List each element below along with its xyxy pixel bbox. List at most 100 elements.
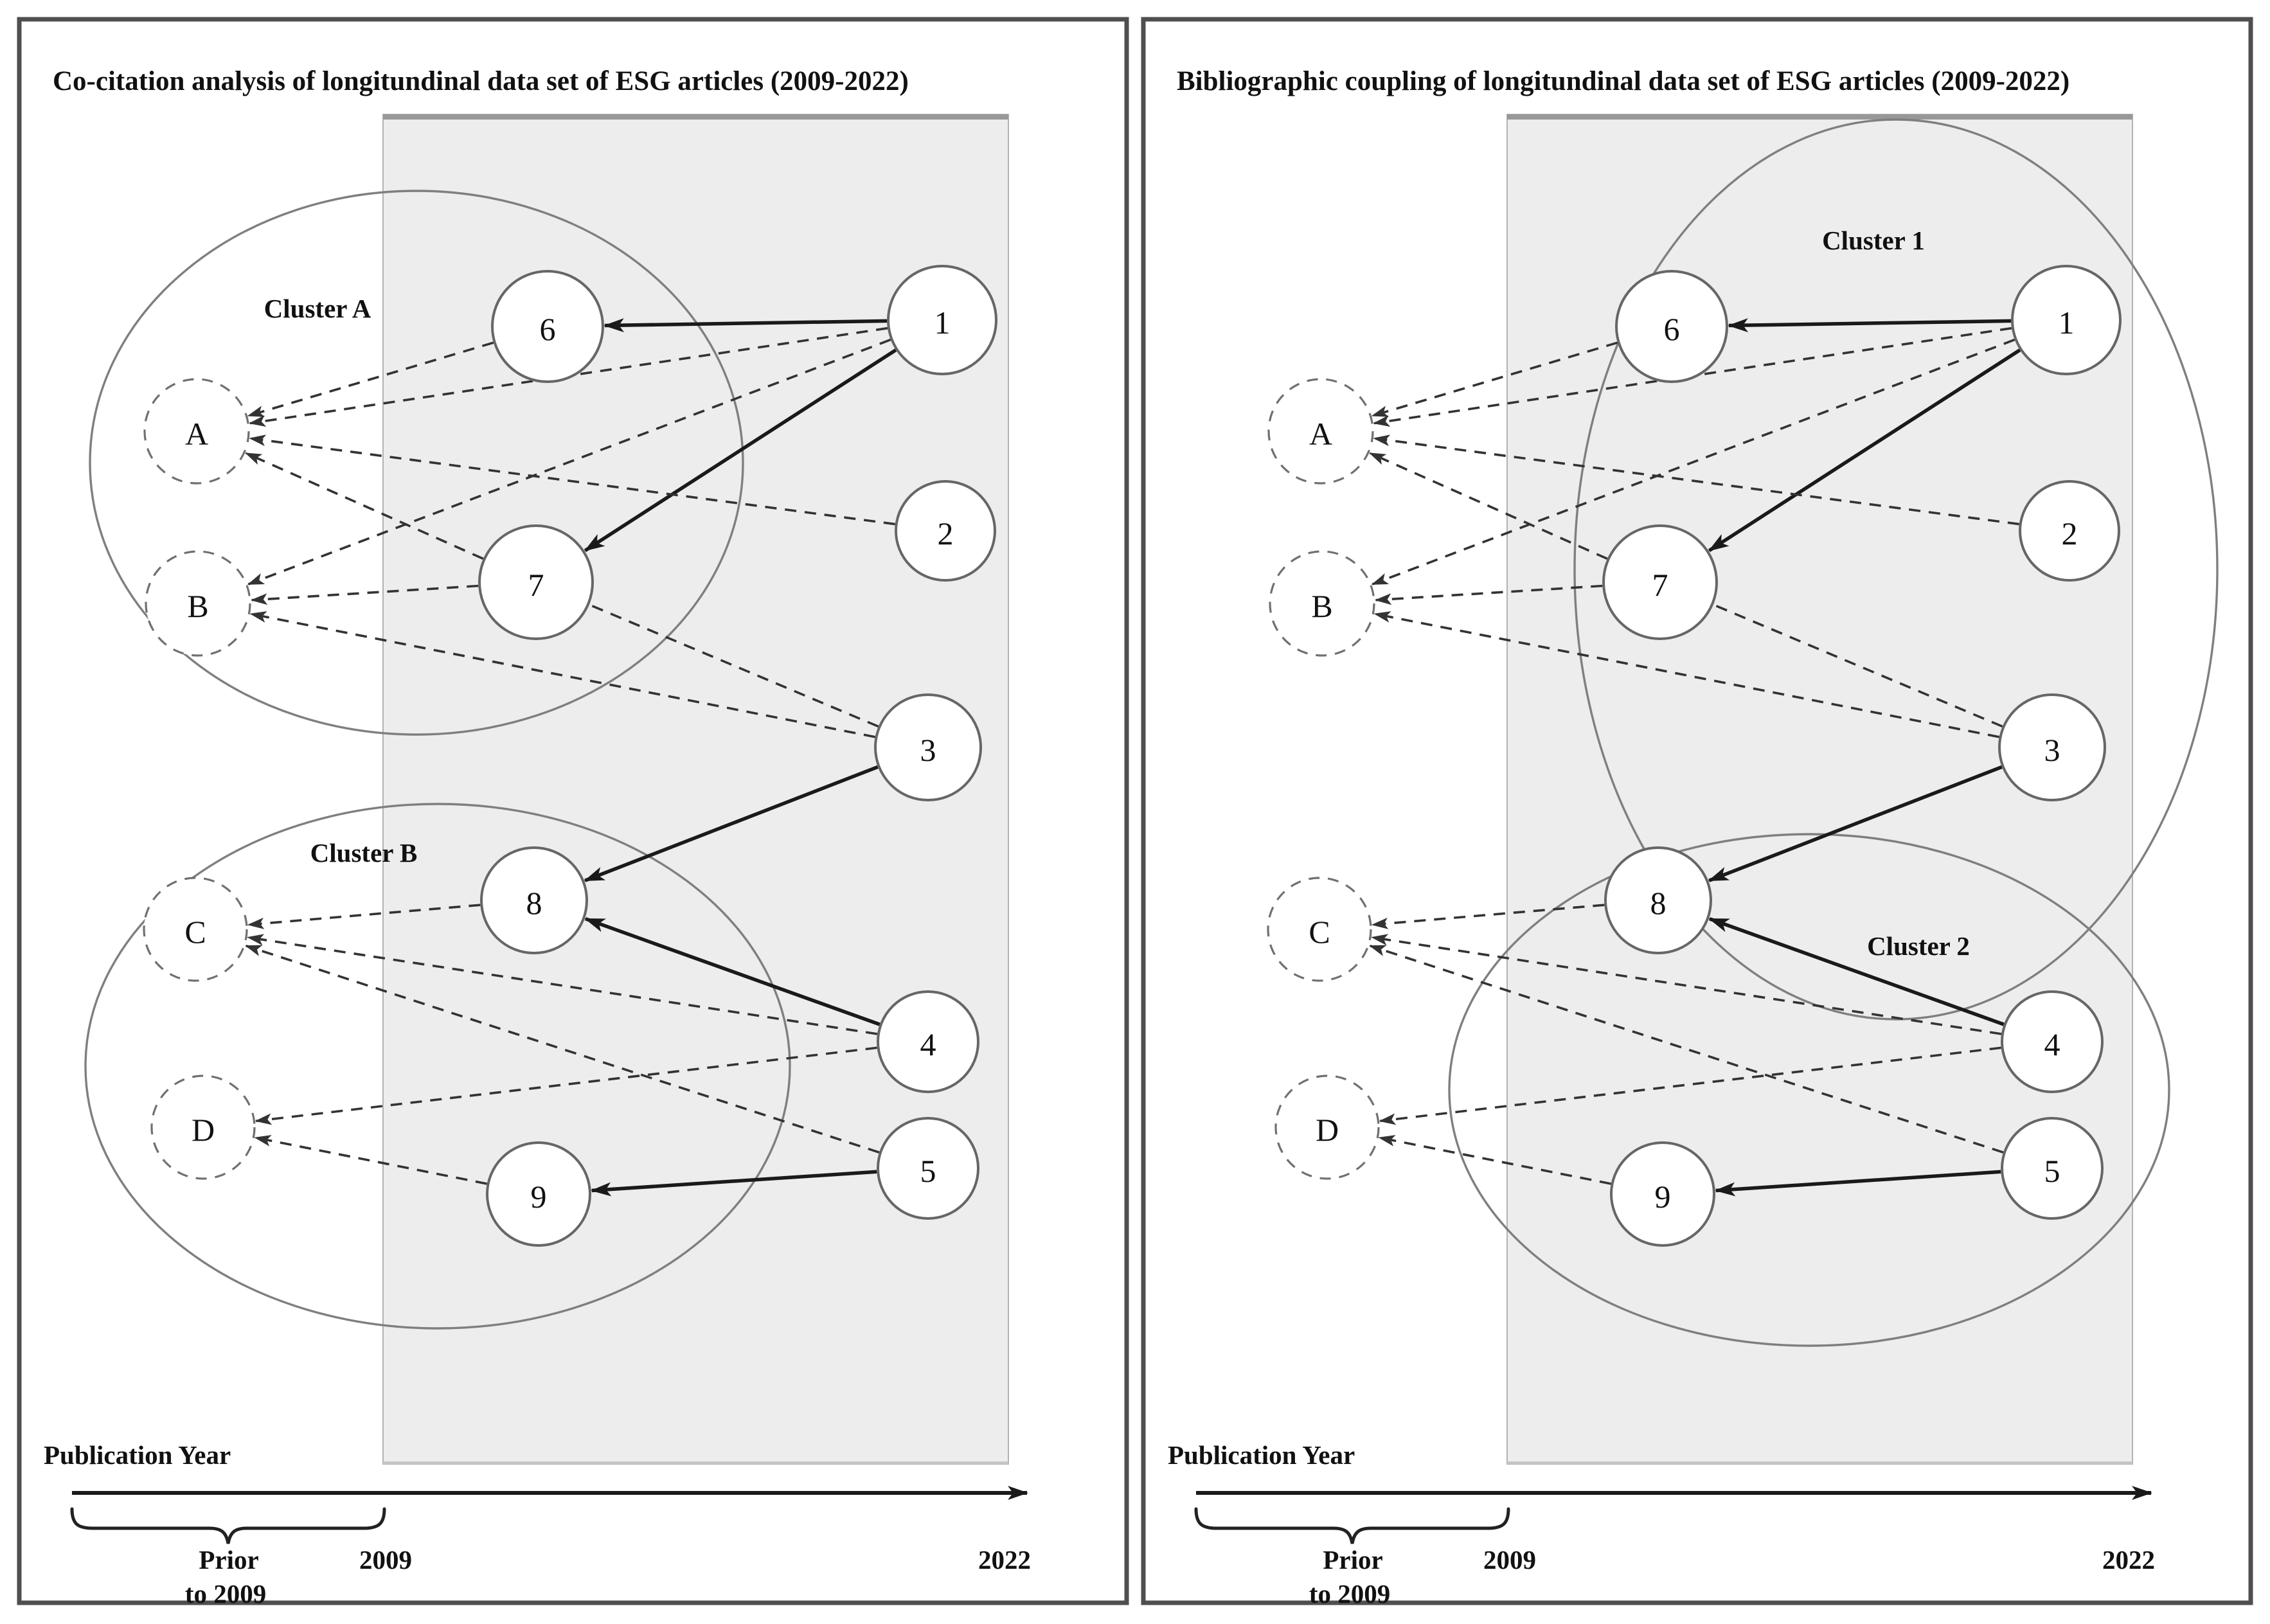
node-circle-6 — [1615, 270, 1728, 383]
node-label-a: A — [1309, 416, 1332, 452]
panel-bibliographic-coupling: Bibliographic coupling of longitundinal … — [1141, 17, 2253, 1605]
node-label-c: C — [1309, 914, 1330, 950]
node-label-4: 4 — [2044, 1026, 2060, 1062]
edge-1-to-7-solid — [1708, 348, 2021, 552]
node-circle-1 — [887, 265, 997, 375]
edge-4-to-c-dashed — [247, 934, 878, 1035]
node-circle-5 — [877, 1117, 979, 1220]
node-label-c: C — [184, 914, 206, 950]
node-circle-7 — [1602, 524, 1718, 640]
node-label-7: 7 — [528, 567, 544, 603]
node-label-d: D — [192, 1112, 215, 1148]
node-label-d: D — [1316, 1112, 1339, 1148]
cluster-ellipse-cluster-2 — [1448, 833, 2170, 1347]
edge-1-to-7-solid — [584, 348, 897, 552]
edge-5-to-9-solid — [590, 1170, 877, 1197]
edge-1-to-b-dashed — [247, 338, 891, 585]
edge-3-to-b-dashed — [1373, 611, 1999, 738]
node-circle-3 — [874, 693, 982, 801]
node-label-1: 1 — [2059, 305, 2075, 341]
edge-5-to-c-dashed — [245, 945, 880, 1154]
node-circle-2 — [2019, 480, 2120, 582]
node-circle-c — [1267, 877, 1372, 982]
node-label-6: 6 — [540, 311, 556, 347]
timeline-axis-label: Publication Year — [1168, 1440, 1355, 1470]
node-circle-2 — [895, 480, 996, 582]
node-circle-7 — [478, 524, 594, 640]
timeline-prior-label-line2: to 2009 — [185, 1579, 266, 1605]
edge-4-to-c-dashed — [1371, 934, 2002, 1035]
node-label-9: 9 — [531, 1179, 547, 1215]
timeline-start-year: 2009 — [359, 1545, 412, 1575]
node-label-2: 2 — [2062, 515, 2078, 551]
edge-3-to-b-dashed — [249, 611, 875, 738]
edge-7-to-a-dashed — [1368, 452, 1608, 560]
node-label-a: A — [185, 416, 208, 452]
node-circle-d — [150, 1075, 256, 1180]
cluster-ellipse-cluster-1 — [1573, 118, 2219, 1021]
node-circle-a — [143, 378, 250, 485]
node-circle-c — [143, 877, 248, 982]
cluster-ellipse-cluster-a — [89, 190, 744, 736]
edge-5-to-9-solid — [1714, 1170, 2001, 1197]
edge-5-to-c-dashed — [1369, 945, 2004, 1154]
node-circle-b — [145, 550, 251, 657]
node-label-4: 4 — [920, 1026, 936, 1062]
panel-co-citation: Co-citation analysis of longitundinal da… — [17, 17, 1129, 1605]
edge-7-to-b-dashed — [250, 584, 479, 605]
node-label-6: 6 — [1664, 311, 1680, 347]
edge-4-to-d-dashed — [255, 1046, 877, 1125]
node-circle-3 — [1998, 693, 2106, 801]
timeline-prior-brace — [70, 1507, 386, 1544]
node-circle-4 — [877, 990, 979, 1093]
node-label-1: 1 — [934, 305, 951, 341]
edge-3-to-7-dashed — [1713, 603, 2003, 728]
node-label-b: B — [1311, 588, 1332, 624]
node-label-3: 3 — [2044, 732, 2060, 768]
node-circle-b — [1269, 550, 1375, 657]
node-circle-9 — [486, 1141, 591, 1247]
node-circle-d — [1274, 1075, 1380, 1180]
node-label-2: 2 — [938, 515, 954, 551]
edge-3-to-8-solid — [1708, 765, 2003, 882]
timeline-prior-label-line1: Prior — [1323, 1545, 1382, 1575]
timeline-axis-label: Publication Year — [44, 1440, 231, 1470]
timeline-prior-brace — [1194, 1507, 1510, 1544]
node-circle-5 — [2001, 1117, 2104, 1220]
node-label-b: B — [187, 588, 208, 624]
edge-6-to-a-dashed — [1371, 341, 1618, 417]
cluster-label-cluster-b: Cluster B — [310, 838, 418, 868]
node-circle-1 — [2011, 265, 2122, 375]
edge-4-to-d-dashed — [1379, 1046, 2001, 1125]
node-label-9: 9 — [1655, 1179, 1671, 1215]
node-label-5: 5 — [920, 1153, 936, 1189]
panel-svg-co-citation: Co-citation analysis of longitundinal da… — [17, 17, 1129, 1605]
node-circle-4 — [2001, 990, 2104, 1093]
panel-svg-bibliographic-coupling: Bibliographic coupling of longitundinal … — [1141, 17, 2253, 1605]
node-circle-6 — [491, 270, 604, 383]
node-circle-8 — [1604, 846, 1712, 954]
timeline-prior-label-line1: Prior — [199, 1545, 258, 1575]
edge-6-to-a-dashed — [247, 341, 494, 417]
edge-1-to-6-solid — [1727, 318, 2012, 333]
edge-3-to-7-dashed — [589, 603, 879, 728]
panel-title: Bibliographic coupling of longitundinal … — [1177, 66, 2069, 96]
node-label-8: 8 — [526, 885, 542, 921]
edge-1-to-6-solid — [603, 318, 888, 333]
edge-2-to-a-dashed — [249, 434, 895, 526]
timeline-start-year: 2009 — [1483, 1545, 1536, 1575]
edge-4-to-8-solid — [584, 917, 880, 1026]
edge-2-to-a-dashed — [1373, 434, 2019, 526]
node-label-5: 5 — [2044, 1153, 2060, 1189]
cluster-label-cluster-2: Cluster 2 — [1867, 931, 1970, 961]
node-label-7: 7 — [1652, 567, 1668, 603]
timeline-end-year: 2022 — [978, 1545, 1031, 1575]
node-circle-8 — [480, 846, 588, 954]
node-label-3: 3 — [920, 732, 936, 768]
timeline-end-year: 2022 — [2102, 1545, 2155, 1575]
edge-1-to-b-dashed — [1371, 338, 2015, 585]
node-circle-a — [1267, 378, 1374, 485]
edge-3-to-8-solid — [584, 765, 879, 882]
